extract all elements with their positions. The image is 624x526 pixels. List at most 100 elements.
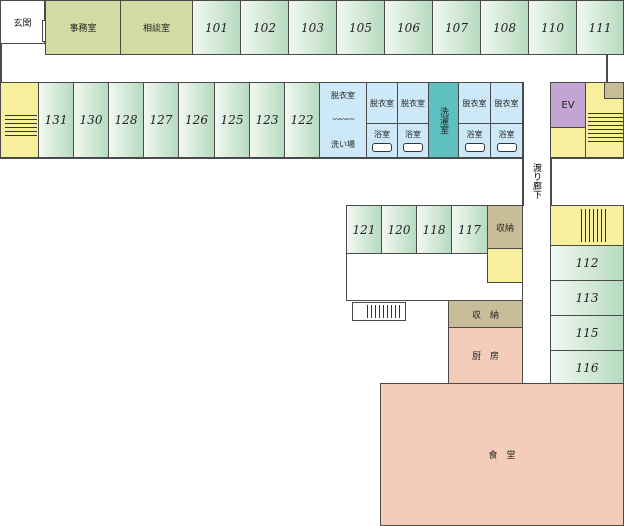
room-label: 103 <box>301 20 324 35</box>
wall <box>0 0 2 158</box>
bathtub-icon <box>496 143 517 152</box>
room-127: 127 <box>143 82 179 158</box>
room-116: 116 <box>550 350 624 385</box>
curtain-icon: 〰〰〰 <box>332 115 355 125</box>
wall <box>606 54 608 82</box>
dressing-label: 脱衣室 <box>462 98 487 108</box>
room-label: 118 <box>422 222 446 237</box>
room-106: 106 <box>384 0 433 55</box>
room-123: 123 <box>249 82 285 158</box>
room-107: 107 <box>432 0 481 55</box>
laundry-label: 洗濯室 <box>438 106 448 134</box>
stairs-icon <box>588 113 623 143</box>
consultation-label: 相談室 <box>142 24 170 34</box>
bath-label: 浴室 <box>405 130 421 139</box>
room-label: 102 <box>253 20 276 35</box>
bathroom-2: 浴室 <box>397 123 429 158</box>
wash-label: 洗い場 <box>331 140 355 150</box>
room-108: 108 <box>480 0 529 55</box>
room-label: 117 <box>458 222 481 237</box>
room-label: 126 <box>185 113 208 127</box>
storage-middle: 収納 <box>487 205 523 249</box>
room-label: 130 <box>79 113 103 127</box>
room-128: 128 <box>108 82 144 158</box>
dining-hall: 食 堂 <box>380 383 624 526</box>
room-117: 117 <box>451 205 488 254</box>
room-label: 107 <box>445 20 468 35</box>
stairs-icon <box>5 115 37 139</box>
entrance-label: 玄関 <box>13 18 32 29</box>
elevator-label: EV <box>561 99 575 111</box>
laundry-room: 洗濯室 <box>428 82 459 158</box>
room-label: 116 <box>575 360 599 375</box>
consultation-room: 相談室 <box>120 0 193 55</box>
connecting-corridor: 渡り廊下 <box>530 163 543 203</box>
toilet <box>550 127 586 158</box>
room-121: 121 <box>346 205 382 254</box>
storage-kitchen: 収 納 <box>448 300 523 328</box>
room-112: 112 <box>550 245 624 281</box>
dining-label: 食 堂 <box>488 451 516 461</box>
room-105: 105 <box>336 0 385 55</box>
dressing-label: 脱衣室 <box>370 98 394 108</box>
bathroom-4: 浴室 <box>490 123 523 158</box>
room-115: 115 <box>550 315 624 351</box>
toilet-middle <box>487 248 523 283</box>
room-103: 103 <box>288 0 337 55</box>
storage-label: 収納 <box>495 223 514 234</box>
room-102: 102 <box>240 0 289 55</box>
kitchen: 厨 房 <box>448 327 523 384</box>
storage-small <box>604 82 624 99</box>
bathtub-icon <box>372 143 392 152</box>
room-label: 108 <box>493 20 516 35</box>
room-label: 110 <box>541 20 564 35</box>
room-label: 101 <box>205 20 228 35</box>
room-122: 122 <box>284 82 320 158</box>
stairwell-west <box>0 82 39 158</box>
room-113: 113 <box>550 280 624 316</box>
room-label: 115 <box>575 326 599 340</box>
dressing-room-2: 脱衣室 <box>397 82 429 124</box>
stairs-icon <box>581 209 607 242</box>
room-125: 125 <box>214 82 250 158</box>
elevator: EV <box>550 82 586 128</box>
room-label: 120 <box>387 222 411 237</box>
bath-label: 浴室 <box>498 130 515 139</box>
dressing-room-4: 脱衣室 <box>490 82 523 124</box>
bath-label: 浴室 <box>374 130 390 139</box>
storage-label: 収 納 <box>471 310 499 321</box>
room-label: 112 <box>575 256 599 270</box>
dressing-label: 脱衣室 <box>331 90 355 100</box>
room-131: 131 <box>38 82 74 158</box>
office: 事務室 <box>45 0 121 55</box>
room-118: 118 <box>416 205 452 254</box>
kitchen-label: 厨 房 <box>471 352 499 362</box>
room-label: 128 <box>114 113 138 127</box>
room-label: 111 <box>588 20 612 35</box>
office-label: 事務室 <box>69 24 97 34</box>
room-label: 121 <box>352 222 376 237</box>
room-126: 126 <box>178 82 215 158</box>
room-101: 101 <box>192 0 241 55</box>
dressing-label: 脱衣室 <box>401 98 425 108</box>
bathroom-1: 浴室 <box>366 123 398 158</box>
room-label: 113 <box>575 291 599 305</box>
bathtub-icon <box>403 143 423 152</box>
dressing-room-1: 脱衣室 <box>366 82 398 124</box>
dressing-room-3: 脱衣室 <box>458 82 491 124</box>
room-label: 125 <box>220 113 244 127</box>
room-label: 131 <box>44 113 68 127</box>
room-label: 127 <box>149 113 173 127</box>
room-label: 122 <box>290 113 314 127</box>
stairs-icon <box>367 305 403 318</box>
dressing-wash-area: 脱衣室 〰〰〰 洗い場 <box>319 82 367 158</box>
corridor-label: 渡り廊下 <box>531 163 541 199</box>
bathroom-3: 浴室 <box>458 123 491 158</box>
room-label: 106 <box>397 20 420 35</box>
room-110: 110 <box>528 0 577 55</box>
bath-label: 浴室 <box>466 130 483 139</box>
room-111: 111 <box>576 0 624 55</box>
stairwell-southeast <box>550 205 624 246</box>
room-120: 120 <box>381 205 417 254</box>
